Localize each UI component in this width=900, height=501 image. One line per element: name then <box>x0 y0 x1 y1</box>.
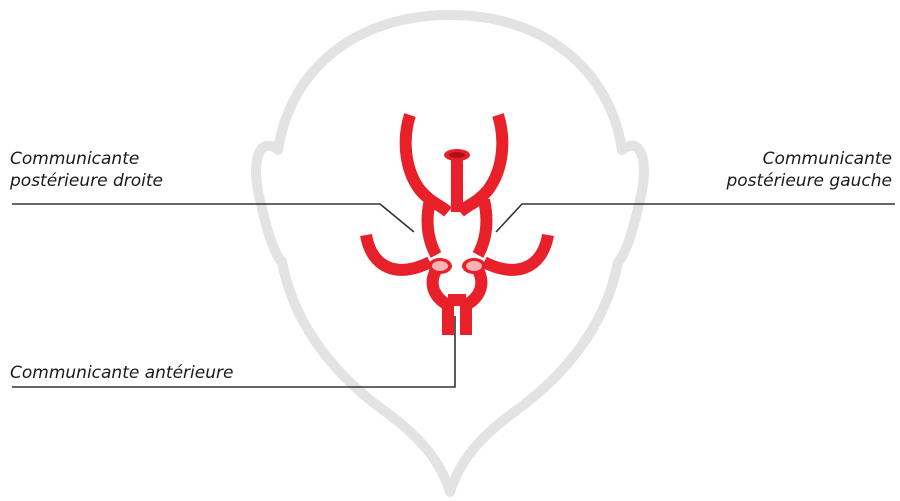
internal-carotid-openings <box>428 258 486 274</box>
arteries <box>366 115 548 335</box>
head-outline <box>256 15 644 492</box>
left-anterior-cerebral-artery <box>433 270 448 335</box>
label-right-pcom-line1: Communicante <box>10 148 163 170</box>
label-left-posterior-communicating: Communicante postérieure gauche <box>726 148 892 192</box>
label-right-pcom-line2: postérieure droite <box>10 170 163 192</box>
head-contour <box>256 15 644 492</box>
basilar-opening <box>444 149 470 161</box>
label-acom-text: Communicante antérieure <box>10 362 233 384</box>
label-left-pcom-line1: Communicante <box>726 148 892 170</box>
label-right-posterior-communicating: Communicante postérieure droite <box>10 148 163 192</box>
right-anterior-cerebral-artery <box>466 270 481 335</box>
label-left-pcom-line2: postérieure gauche <box>726 170 892 192</box>
right-posterior-communicating-artery <box>478 200 486 255</box>
left-middle-cerebral-artery <box>366 235 430 270</box>
right-middle-cerebral-artery <box>484 235 548 270</box>
leader-line-left-pcom <box>496 204 895 232</box>
leader-line-right-pcom <box>12 204 414 232</box>
right-carotid-opening-inner <box>466 261 482 271</box>
basilar-opening-inner <box>449 152 465 158</box>
right-posterior-cerebral-artery <box>460 115 502 212</box>
label-anterior-communicating: Communicante antérieure <box>10 362 233 384</box>
left-posterior-cerebral-artery <box>406 115 448 212</box>
left-carotid-opening-inner <box>432 261 448 271</box>
